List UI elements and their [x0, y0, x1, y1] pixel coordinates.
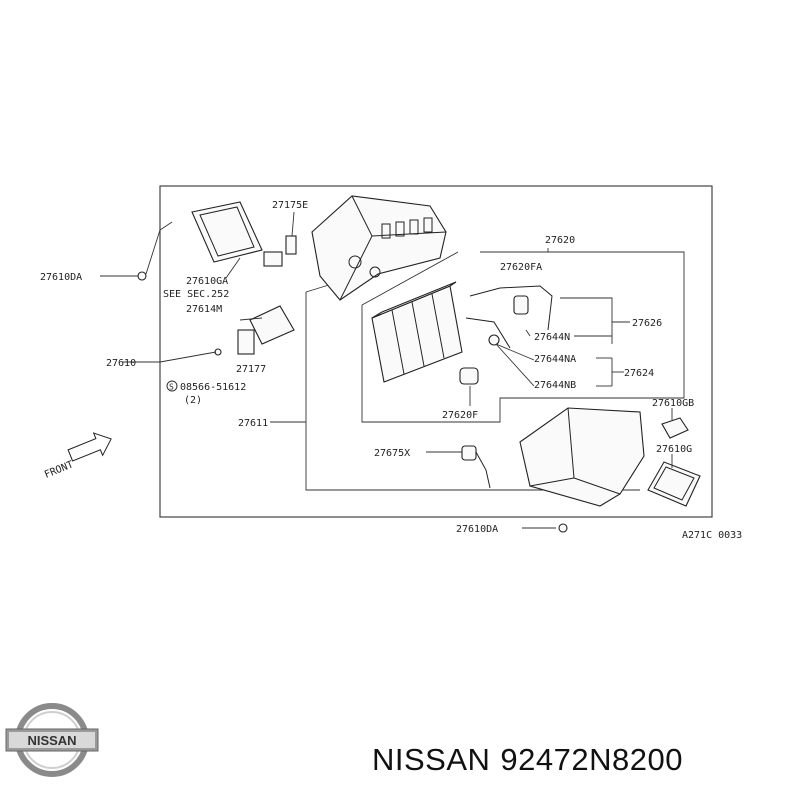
- label-27614M: 27614M: [186, 304, 222, 315]
- screw-left: [137, 271, 147, 281]
- label-27644NB: 27644NB: [534, 380, 576, 391]
- label-27624: 27624: [624, 368, 654, 379]
- evaporator-core: [371, 281, 463, 383]
- label-27626: 27626: [632, 318, 662, 329]
- screw-symbol: S: [166, 380, 178, 392]
- filter-frame-right: [647, 417, 701, 507]
- screw-bottom: [558, 523, 568, 533]
- diagram-frame: [159, 185, 713, 518]
- label-27611: 27611: [238, 418, 268, 429]
- thermo-sensor: [459, 367, 479, 385]
- front-arrow: [67, 432, 112, 462]
- upper-housing: [311, 195, 447, 301]
- part-number: 92472N8200: [500, 742, 683, 777]
- label-08566-51612: 08566-51612: [180, 382, 246, 393]
- temp-sensor: [461, 445, 491, 489]
- evaporator-group-bracket: [361, 251, 685, 423]
- svg-text:NISSAN: NISSAN: [27, 733, 76, 748]
- label-see-sec: SEE SEC.252: [163, 289, 229, 300]
- label-27610GB: 27610GB: [652, 398, 694, 409]
- nissan-logo: NISSAN: [5, 703, 99, 777]
- label-27675X: 27675X: [374, 448, 410, 459]
- leader-lines: [100, 211, 673, 529]
- label-27644NA: 27644NA: [534, 354, 576, 365]
- label-27620FA: 27620FA: [500, 262, 542, 273]
- label-27610DA-bottom: 27610DA: [456, 524, 498, 535]
- lower-housing-group-bracket: [305, 292, 640, 491]
- filter-frame-left: [191, 201, 263, 263]
- label-27175E: 27175E: [272, 200, 308, 211]
- label-27620F: 27620F: [442, 410, 478, 421]
- diagram-code: A271C 0033: [682, 530, 742, 541]
- clip-part: [263, 235, 297, 267]
- brand-name: NISSAN: [372, 742, 491, 777]
- label-27610G: 27610G: [656, 444, 692, 455]
- resistor-assembly: [214, 305, 295, 356]
- label-08566-qty: (2): [184, 395, 202, 406]
- part-caption: NISSAN 92472N8200: [372, 742, 693, 778]
- expansion-valve: [465, 285, 553, 349]
- label-27644N: 27644N: [534, 332, 570, 343]
- lower-housing: [519, 407, 645, 507]
- label-27610: 27610: [106, 358, 136, 369]
- label-27610GA: 27610GA: [186, 276, 228, 287]
- label-27177: 27177: [236, 364, 266, 375]
- label-front: FRONT: [43, 459, 75, 480]
- svg-text:S: S: [169, 383, 174, 392]
- label-27620: 27620: [545, 235, 575, 246]
- label-27610DA-left: 27610DA: [40, 272, 82, 283]
